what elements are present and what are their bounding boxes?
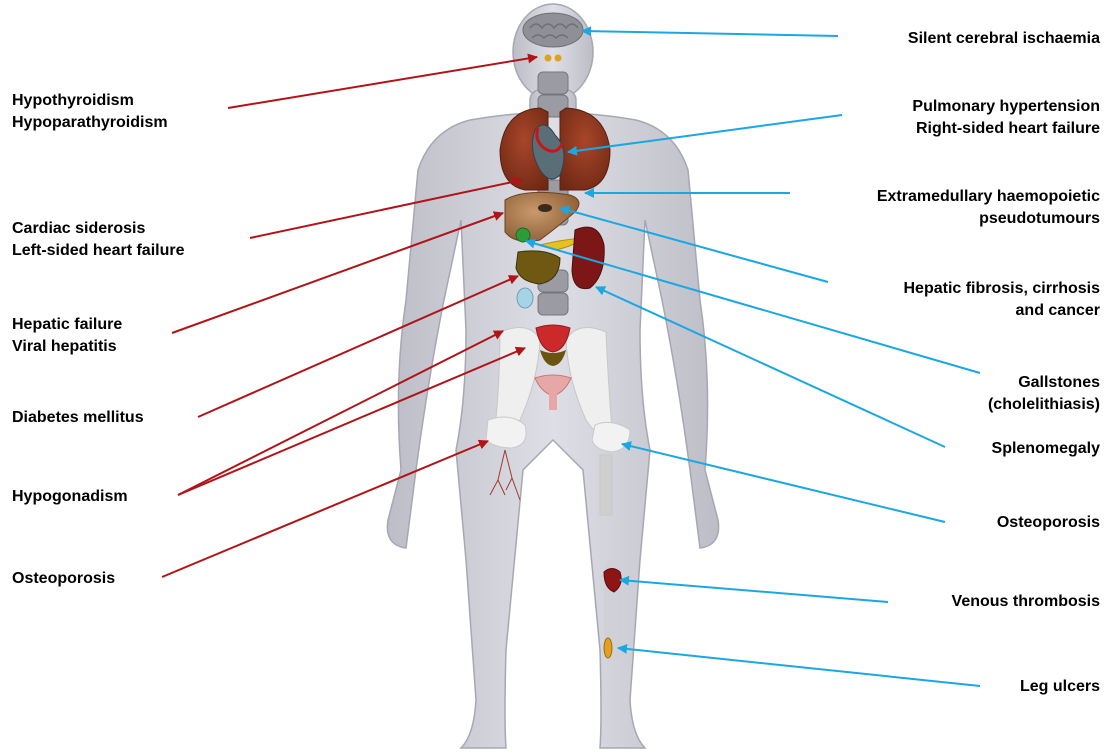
label-line: Silent cerebral ischaemia [908,28,1100,50]
arrow-splenomegaly [596,287,945,447]
label-cerebral: Silent cerebral ischaemia [908,28,1100,50]
label-line: Cardiac siderosis [12,218,184,240]
arrow-osteoporosis-right [622,444,945,522]
label-line: Osteoporosis [997,512,1100,534]
arrow-hypogonadism-1 [178,331,503,495]
arrow-leg-ulcers [618,648,980,686]
label-line: Hypoparathyroidism [12,112,168,134]
label-osteoporosis-right: Osteoporosis [997,512,1100,534]
label-line: Hypogonadism [12,486,128,508]
label-diabetes: Diabetes mellitus [12,407,144,429]
label-line: Leg ulcers [1020,676,1100,698]
label-leg-ulcers: Leg ulcers [1020,676,1100,698]
label-pulmonary: Pulmonary hypertension Right-sided heart… [912,96,1100,140]
arrow-osteoporosis-left [162,441,488,577]
arrow-hepatic-failure [172,213,503,333]
arrow-cerebral [582,31,838,36]
label-line: Osteoporosis [12,568,115,590]
arrow-hypogonadism-2 [178,348,525,495]
label-hypogonadism: Hypogonadism [12,486,128,508]
label-line: Venous thrombosis [952,591,1100,613]
arrow-diabetes [198,276,518,417]
label-line: and cancer [903,300,1100,322]
label-hepatic-fibrosis: Hepatic fibrosis, cirrhosis and cancer [903,278,1100,322]
label-line: Right-sided heart failure [912,118,1100,140]
label-thyroid: Hypothyroidism Hypoparathyroidism [12,90,168,134]
label-line: Splenomegaly [992,438,1100,460]
label-line: Extramedullary haemopoietic [877,186,1100,208]
arrow-thyroid [228,57,537,108]
label-line: Diabetes mellitus [12,407,144,429]
arrow-venous-thrombosis [620,580,888,602]
label-line: Hepatic failure [12,314,122,336]
arrow-hepatic-fibrosis [560,208,828,282]
label-cardiac: Cardiac siderosis Left-sided heart failu… [12,218,184,262]
label-line: pseudotumours [877,208,1100,230]
label-line: Hypothyroidism [12,90,168,112]
label-line: Left-sided heart failure [12,240,184,262]
label-extramedullary: Extramedullary haemopoietic pseudotumour… [877,186,1100,230]
label-venous-thrombosis: Venous thrombosis [952,591,1100,613]
label-line: Pulmonary hypertension [912,96,1100,118]
label-line: Gallstones [988,372,1100,394]
label-gallstones: Gallstones (cholelithiasis) [988,372,1100,416]
arrow-cardiac [250,180,522,238]
label-hepatic-failure: Hepatic failure Viral hepatitis [12,314,122,358]
label-osteoporosis-left: Osteoporosis [12,568,115,590]
arrow-pulmonary [568,115,842,152]
label-line: Hepatic fibrosis, cirrhosis [903,278,1100,300]
label-line: Viral hepatitis [12,336,122,358]
label-splenomegaly: Splenomegaly [992,438,1100,460]
label-line: (cholelithiasis) [988,394,1100,416]
